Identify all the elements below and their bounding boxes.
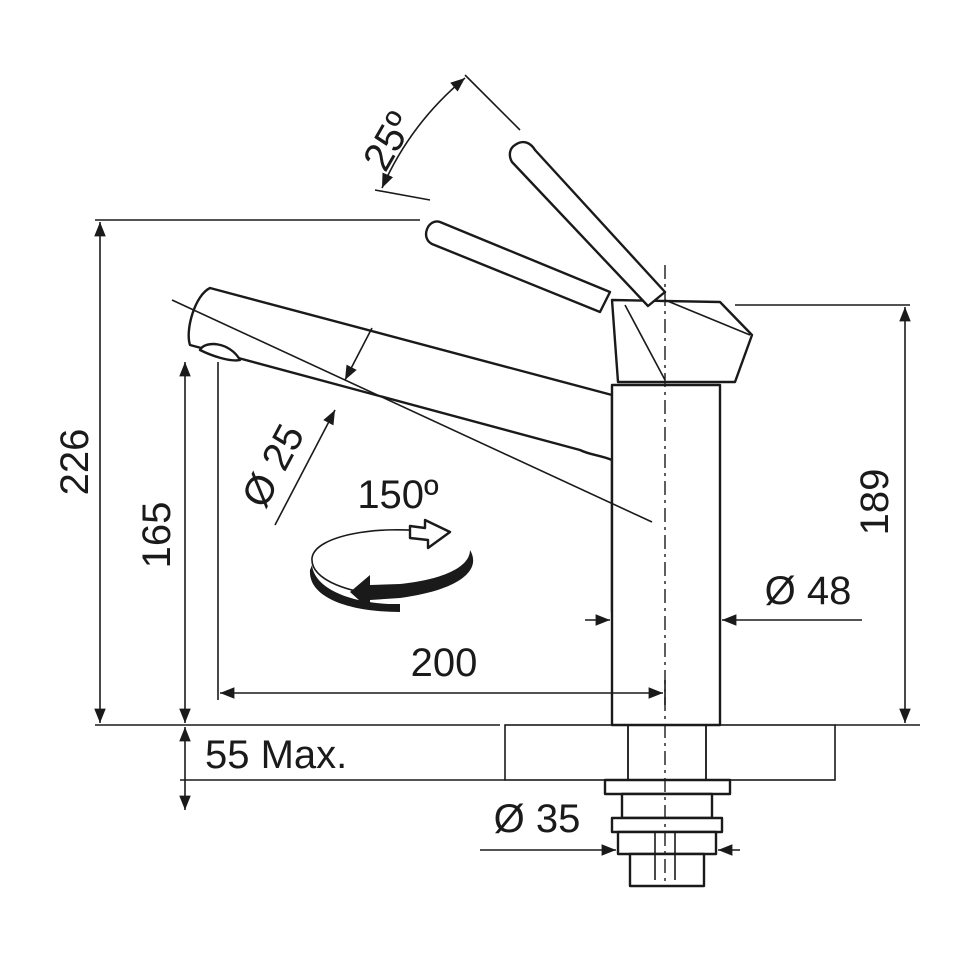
faucet-body [610,383,722,727]
handle-detail [624,299,751,381]
swivel-angle-label: 150º [357,473,439,517]
spout-diameter-label: Ø 25 [234,417,314,514]
dimension-lines [94,77,911,856]
body-height-label: 189 [853,469,897,536]
body-diameter-label: Ø 48 [765,569,852,613]
swivel-arrow-icon [309,518,474,612]
total-height-label: 226 [53,429,97,496]
spout-outlet [198,342,242,362]
outlet-height-label: 165 [135,502,179,569]
lever-angle-label: 25º [355,105,423,179]
reach-label: 200 [411,641,478,685]
handle-head [610,298,754,384]
lever-upper [508,140,667,308]
hole-diameter-label: Ø 35 [494,797,581,841]
max-countertop-label: 55 Max. [205,733,347,777]
lever-lower [424,220,612,314]
spout-axis-line [171,299,653,523]
extension-lines [95,74,920,781]
countertop [504,724,836,781]
mounting-hardware [603,778,732,888]
